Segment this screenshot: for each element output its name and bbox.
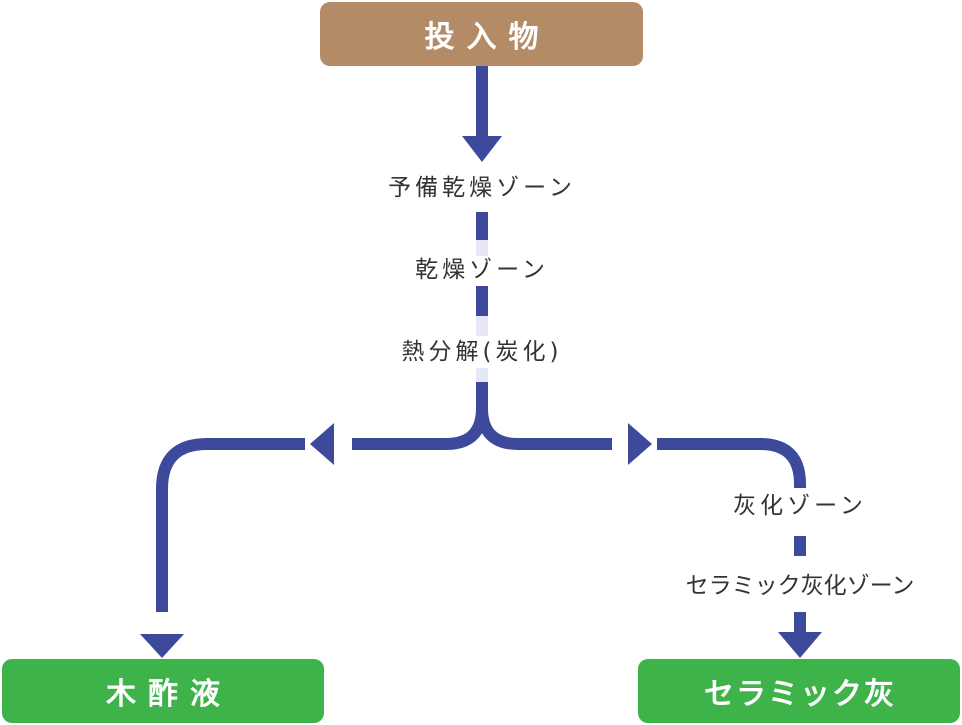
arrowhead-right-down (778, 632, 822, 658)
center-dashed-line (476, 212, 488, 410)
arrowhead-left-down (140, 634, 184, 658)
stage-ceramic-ashing: セラミック灰化ゾーン (681, 572, 919, 600)
right-branch (657, 438, 806, 488)
pyroligneous-node: 木酢液 (2, 659, 324, 723)
stage-ashing: 灰化ゾーン (729, 492, 871, 520)
stage-drying: 乾燥ゾーン (411, 256, 553, 284)
stage-predrying: 予備乾燥ゾーン (384, 174, 580, 202)
split-curve-left (352, 407, 488, 450)
arrowhead-right-mid (628, 423, 652, 465)
pyroligneous-node-label: 木酢液 (106, 677, 232, 712)
ceramic-ash-node: セラミック灰 (638, 659, 960, 723)
input-node: 投入物 (320, 2, 643, 66)
ceramic-ash-node-label: セラミック灰 (704, 677, 896, 712)
right-dashed-line (794, 536, 806, 634)
split-curve-right (476, 407, 612, 450)
input-node-label: 投入物 (424, 20, 551, 55)
arrowhead-left-mid (310, 423, 334, 465)
stage-pyrolysis: 熱分解(炭化) (397, 338, 567, 366)
left-branch (156, 438, 305, 612)
arrowhead-input (462, 136, 502, 162)
